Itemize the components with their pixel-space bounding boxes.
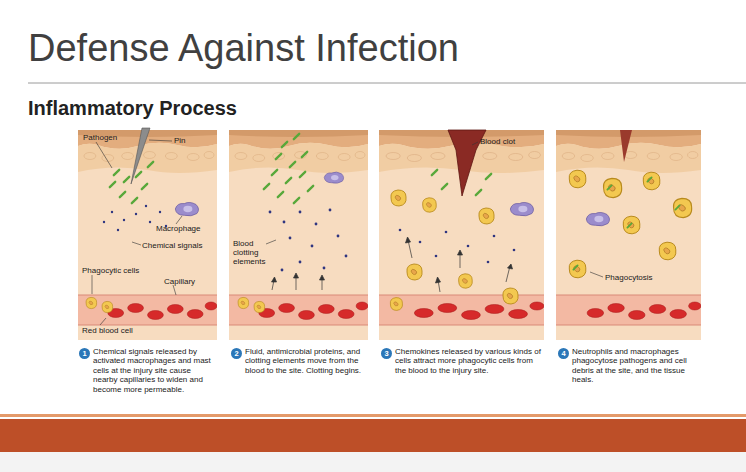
callout-number: 3 <box>384 349 388 358</box>
part-label: Chemical signals <box>142 241 202 250</box>
step-number: 2 <box>231 348 242 359</box>
part-label: Red blood cell <box>82 326 133 335</box>
callout-number: 1 <box>82 349 86 358</box>
callout-number: 4 <box>561 349 565 358</box>
step-number: 3 <box>381 348 392 359</box>
slide-title: Defense Against Infection <box>28 26 459 70</box>
step-number: 4 <box>558 348 569 359</box>
step-caption: Chemokines released by various kinds of … <box>395 347 543 375</box>
callout-number: 2 <box>234 349 238 358</box>
part-label: Capillary <box>164 277 195 286</box>
step-caption: Chemical signals released by activated m… <box>93 347 217 394</box>
part-label: Phagocytosis <box>605 273 653 282</box>
part-label: Blood clot <box>480 137 515 146</box>
step-caption: Fluid, antimicrobial proteins, and clott… <box>245 347 368 375</box>
part-label: Pin <box>174 136 186 145</box>
part-label: Pathogen <box>83 133 117 142</box>
step-number: 1 <box>79 348 90 359</box>
part-label: Macrophage <box>156 224 200 233</box>
section-heading: Inflammatory Process <box>28 96 237 120</box>
part-label: Phagocytic cells <box>82 266 139 275</box>
step-caption: Neutrophils and macrophages phagocytose … <box>572 347 702 385</box>
part-label: Blood clotting elements <box>233 239 265 266</box>
